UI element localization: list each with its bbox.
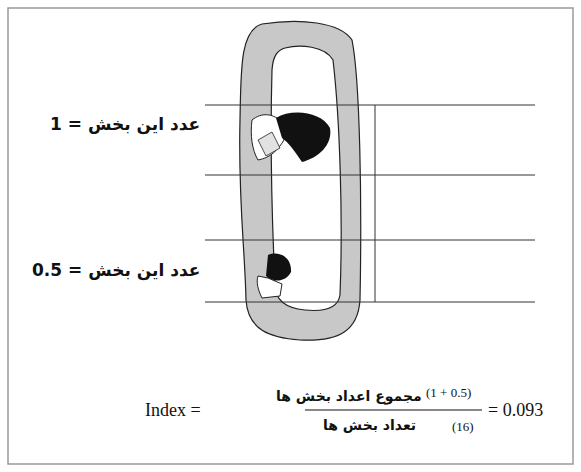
plaque-blob: [266, 254, 291, 281]
denominator-text: تعداد بخش ها: [323, 417, 416, 434]
section-grid: [205, 105, 535, 302]
plaque-blob: [276, 113, 330, 162]
tooth-fragment: [258, 132, 280, 156]
denominator-value: (16): [452, 419, 474, 435]
tooth-fragment: [257, 276, 282, 298]
section-value: عدد این بخش = 1: [50, 114, 200, 134]
tooth-outline: [240, 21, 361, 340]
numerator-value: (1 + 0.5): [426, 385, 471, 401]
numerator-text: مجموع اعداد بخش ها: [276, 388, 422, 405]
formula-result: = 0.093: [488, 400, 543, 422]
formula-term: Index =: [145, 400, 201, 422]
fraction-bar: [305, 409, 482, 410]
frame: [8, 8, 573, 464]
section-value: عدد این بخش = 0.5: [32, 260, 200, 280]
